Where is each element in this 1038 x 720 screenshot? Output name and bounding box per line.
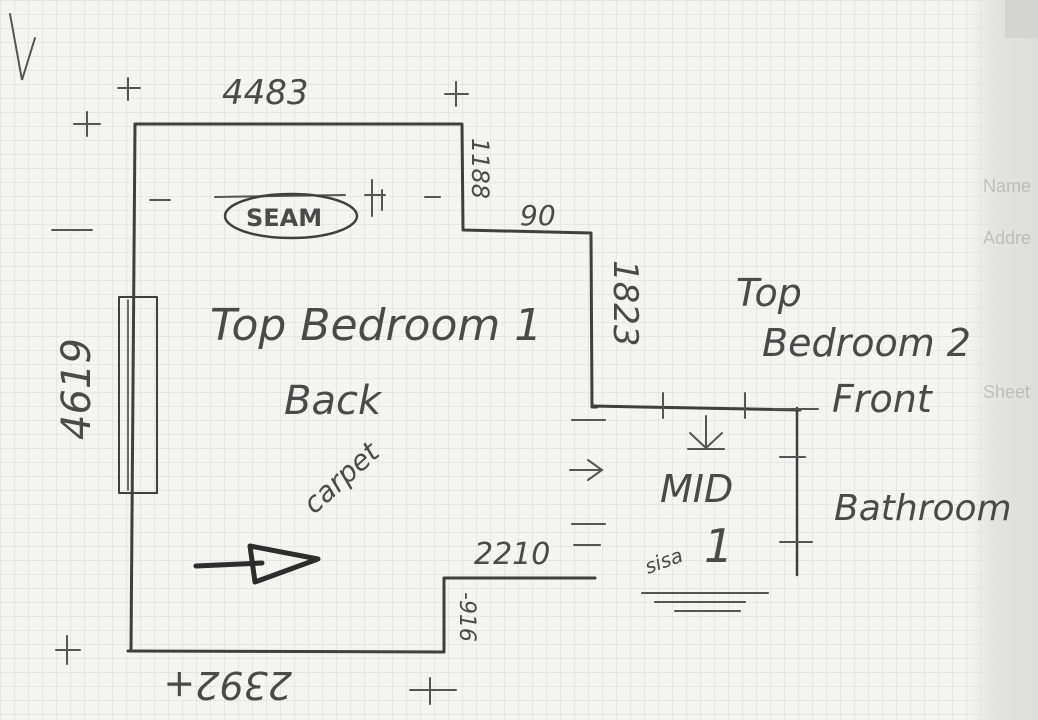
partition-wall bbox=[590, 404, 802, 412]
dim-left-height: 4619 bbox=[54, 338, 100, 440]
bedroom1-left-wall bbox=[129, 122, 137, 652]
direction-arrow bbox=[193, 543, 321, 585]
dim-right-mid: 1823 bbox=[605, 260, 645, 347]
seam-oval bbox=[223, 192, 359, 240]
room2-title-line3: Front bbox=[832, 377, 934, 421]
room2-title-line2: Bedroom 2 bbox=[762, 321, 971, 365]
dim-corner-bottom: -916 bbox=[454, 592, 479, 642]
bedroom1-bottom-wall bbox=[126, 576, 597, 654]
corner-mark-tl bbox=[117, 77, 141, 101]
room1-note: carpet bbox=[297, 435, 387, 520]
corner-mark-tl2 bbox=[73, 111, 101, 137]
bleed-through-form bbox=[965, 0, 1038, 720]
room2-title-line1: Top bbox=[736, 271, 802, 315]
dim-top-width: 4483 bbox=[222, 73, 309, 113]
room1-subtitle: Back bbox=[284, 378, 383, 424]
window bbox=[118, 296, 158, 494]
bathroom-label: Bathroom bbox=[834, 488, 1012, 529]
bleed-through-box bbox=[1005, 0, 1038, 38]
entry-arrow bbox=[569, 459, 604, 481]
room1-title: Top Bedroom 1 bbox=[210, 300, 542, 351]
mid-label: MID bbox=[660, 467, 733, 511]
mid-down-arrow bbox=[687, 415, 725, 450]
bleed-label-sheet: Sheet bbox=[983, 382, 1031, 402]
dim-step-small: 90 bbox=[520, 199, 556, 232]
corner-mark-bl bbox=[55, 635, 81, 665]
north-arrow bbox=[9, 13, 36, 81]
dim-right-upper: 1188 bbox=[466, 138, 494, 199]
ground-symbol bbox=[641, 592, 769, 612]
corner-mark-tr bbox=[444, 81, 469, 107]
bleed-label-name: Name bbox=[983, 176, 1032, 196]
mid-note: sisa bbox=[642, 543, 687, 579]
corner-mark-br bbox=[409, 677, 457, 705]
mid-number: 1 bbox=[704, 519, 733, 573]
dim-bottom-width: 2392+ bbox=[163, 663, 292, 707]
dim-step-lower: 2210 bbox=[474, 537, 550, 572]
bedroom1-outline bbox=[133, 122, 599, 409]
bleed-label-address: Addre bbox=[983, 228, 1032, 248]
seam-label: SEAM bbox=[246, 204, 322, 232]
